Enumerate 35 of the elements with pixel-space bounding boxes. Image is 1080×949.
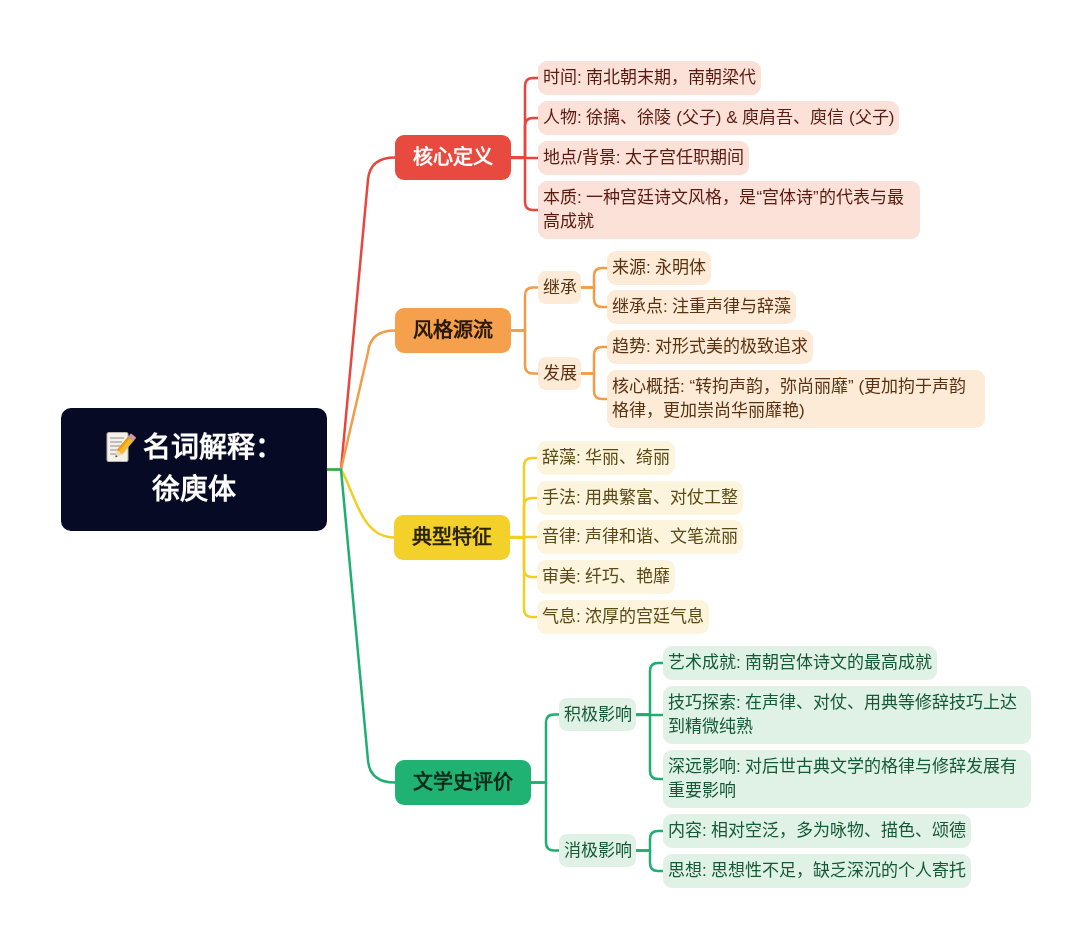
branch-line	[636, 713, 663, 781]
note-box: 手法: 用典繁富、对仗工整	[537, 481, 744, 515]
subtopic-box: 消极影响	[559, 834, 636, 867]
topic-box: 典型特征	[394, 515, 510, 560]
note-box: 内容: 相对空泛，多为咏物、描色、颂德	[663, 814, 972, 848]
note-box: 辞藻: 华丽、绮丽	[537, 441, 676, 475]
branch-line	[511, 329, 538, 375]
note-box: 艺术成就: 南朝宫体诗文的最高成就	[663, 646, 938, 680]
note-box: 核心概括: “转拘声韵，弥尚丽靡” (更加拘于声韵格律，更加崇尚华丽靡艳)	[607, 370, 985, 428]
topic-box: 风格源流	[395, 308, 511, 353]
topic-box: 文学史评价	[395, 760, 531, 805]
note-box: 音律: 声律和谐、文笔流丽	[537, 520, 744, 554]
subtopic-box: 继承	[538, 271, 581, 304]
note-box: 审美: 纤巧、艳靡	[537, 560, 676, 594]
note-box: 来源: 永明体	[607, 251, 712, 285]
note-box: 趋势: 对形式美的极致追求	[607, 330, 814, 364]
branch-line	[511, 156, 538, 212]
branch-line	[327, 468, 396, 784]
branch-line	[636, 849, 663, 873]
note-box: 气息: 浓厚的宫廷气息	[537, 600, 710, 634]
note-box: 时间: 南北朝末期，南朝梁代	[538, 61, 762, 95]
note-box: 人物: 徐摛、徐陵 (父子) & 庾肩吾、庾信 (父子)	[538, 101, 900, 135]
branch-line	[531, 781, 559, 852]
note-box: 继承点: 注重声律与辞藻	[607, 290, 797, 324]
subtopic-box: 积极影响	[559, 698, 636, 731]
branch-line	[581, 372, 607, 401]
note-box: 技巧探索: 在声律、对仗、用典等修辞技巧上达到精微纯熟	[663, 686, 1031, 744]
subtopic-box: 发展	[538, 357, 581, 390]
topic-box: 核心定义	[395, 135, 511, 180]
note-box: 地点/背景: 太子宫任职期间	[538, 141, 750, 175]
central-topic-box	[61, 408, 327, 531]
topic-title: 名词解释：徐庾体	[143, 432, 283, 505]
note-box: 思想: 思想性不足，缺乏深沉的个人寄托	[663, 854, 972, 888]
note-box: 深远影响: 对后世古典文学的格律与修辞发展有重要影响	[663, 750, 1031, 808]
note-box: 本质: 一种宫廷诗文风格，是“宫体诗”的代表与最高成就	[538, 181, 920, 239]
